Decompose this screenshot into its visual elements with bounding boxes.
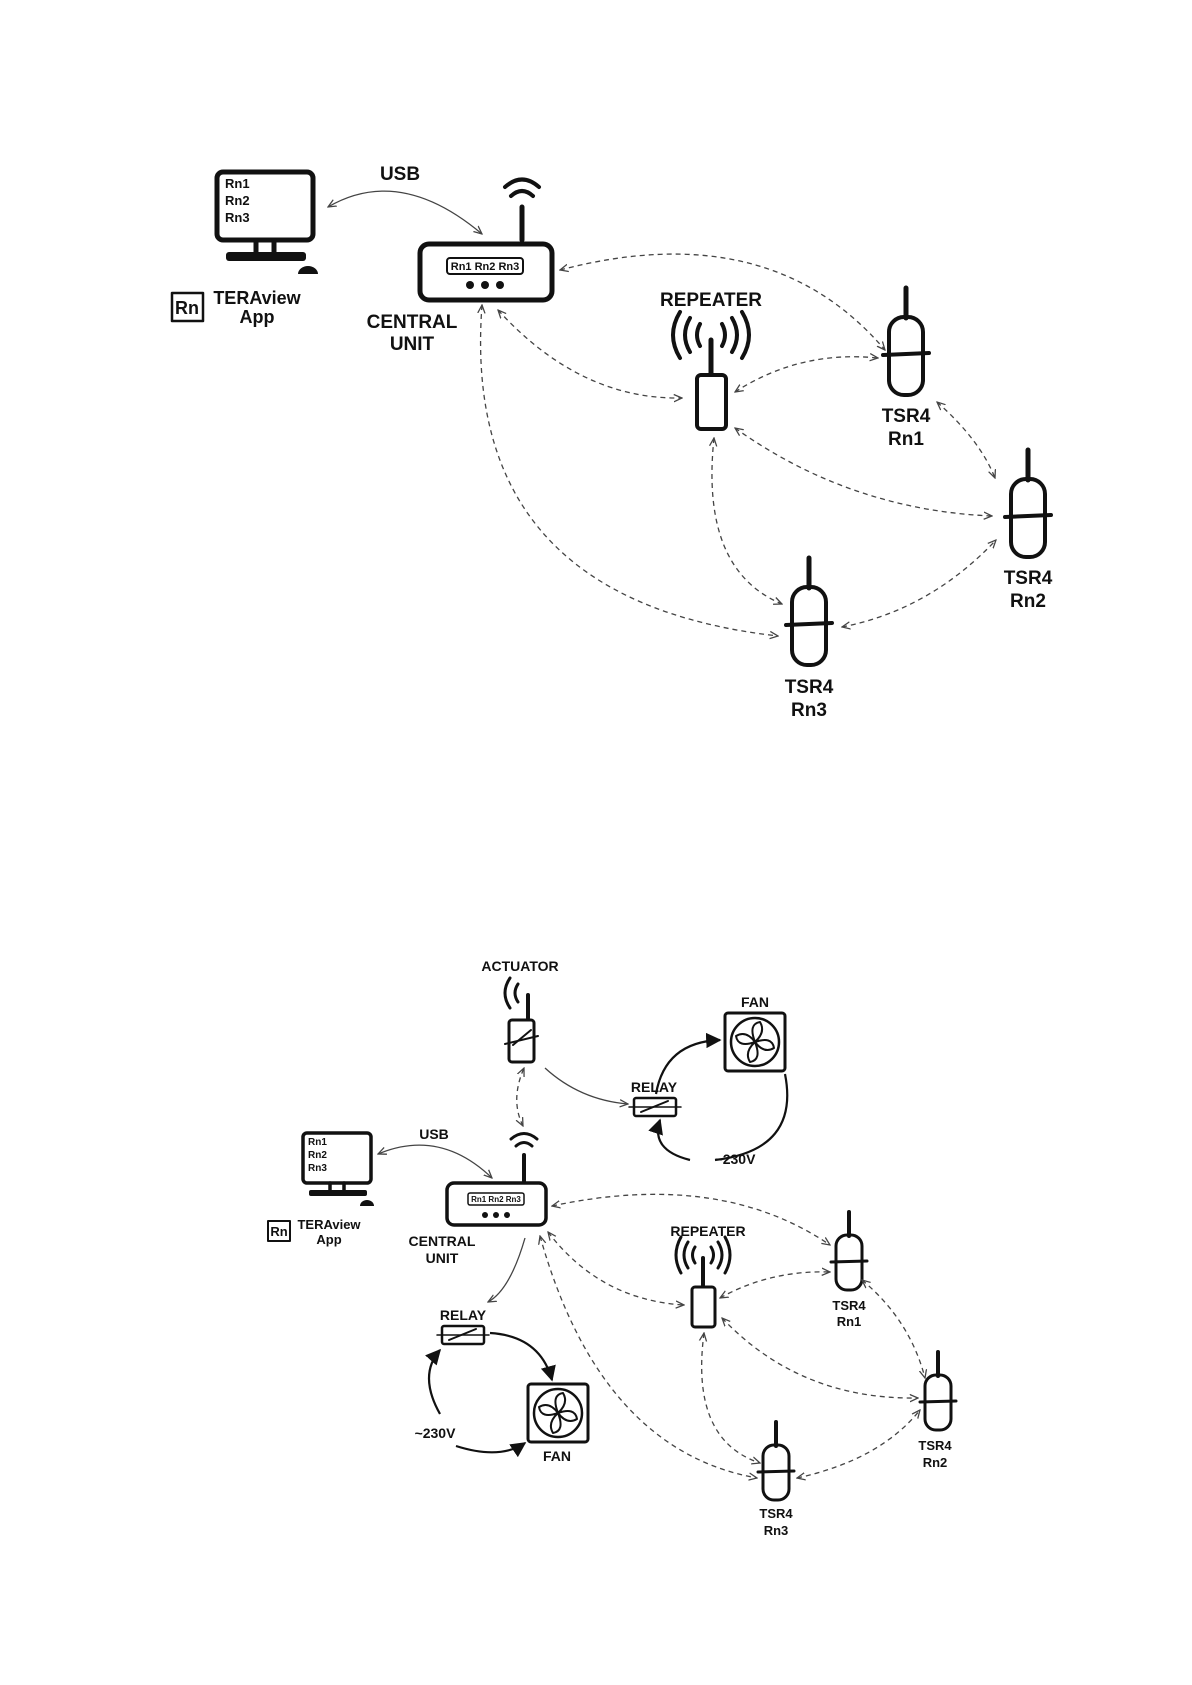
tsr1-label-2-bottom: Rn1 [837, 1314, 862, 1329]
tsr3-label-1: TSR4 [785, 677, 834, 698]
relay-top-label: RELAY [631, 1079, 678, 1095]
central-actuator-link [517, 1068, 524, 1126]
pc-line-2-bottom: Rn2 [308, 1150, 327, 1161]
top-diagram: Rn1 Rn2 Rn3 Rn TERAview App USB Rn1 Rn2 … [172, 164, 1053, 721]
pc-line-1: Rn1 [225, 176, 250, 191]
usb-label: USB [380, 164, 420, 185]
central-label-2: UNIT [390, 334, 435, 355]
bottom-diagram: ACTUATOR FAN RELAY ~230V [268, 958, 956, 1538]
computer-icon-bottom: Rn1 Rn2 Rn3 [303, 1133, 374, 1206]
central-screen-bottom: Rn1 Rn2 Rn3 [471, 1195, 521, 1204]
pc-line-3-bottom: Rn3 [308, 1163, 327, 1174]
sensor-rn1-icon [883, 288, 929, 395]
fan-top-label: FAN [741, 994, 769, 1010]
actuator-icon [505, 978, 538, 1062]
fan-bottom-label: FAN [543, 1448, 571, 1464]
tsr2-label-2: Rn2 [1010, 591, 1046, 612]
central-label-1: CENTRAL [367, 312, 458, 333]
usb-label-bottom: USB [419, 1126, 449, 1142]
tsr2-label-1-bottom: TSR4 [918, 1438, 952, 1453]
relay-top-icon [629, 1098, 681, 1116]
repeater-icon-bottom [676, 1237, 730, 1327]
tsr3-label-2-bottom: Rn3 [764, 1523, 789, 1538]
repeater-label: REPEATER [660, 290, 762, 311]
relay-bottom-icon [437, 1326, 489, 1344]
tsr1-label-2: Rn1 [888, 429, 924, 450]
tsr2-label-2-bottom: Rn2 [923, 1455, 948, 1470]
tsr1-label-1: TSR4 [882, 406, 931, 427]
usb-link [328, 191, 482, 234]
repeater-icon [673, 312, 749, 429]
sensor-rn3-icon [786, 558, 832, 665]
sensor-rn2-icon-bottom [920, 1352, 956, 1430]
central-unit-icon-bottom: Rn1 Rn2 Rn3 [447, 1134, 546, 1226]
app-badge: Rn [175, 298, 199, 318]
sensor-rn2-icon [1005, 450, 1051, 557]
sensor-rn3-icon-bottom [758, 1422, 794, 1500]
pc-line-3: Rn3 [225, 210, 250, 225]
central-unit-icon: Rn1 Rn2 Rn3 [420, 180, 552, 301]
volt-bottom-label: ~230V [415, 1425, 457, 1441]
sensor-rn1-icon-bottom [831, 1212, 867, 1290]
volt-fan-bottom-flow [456, 1443, 525, 1452]
app-badge-bottom: Rn [270, 1224, 287, 1239]
usb-link-bottom [378, 1145, 492, 1178]
volt-relay-bottom-flow [429, 1350, 440, 1414]
app-name-2-bottom: App [316, 1232, 341, 1247]
tsr2-label-1: TSR4 [1004, 568, 1053, 589]
relay-bottom-label: RELAY [440, 1307, 487, 1323]
central-label-1-bottom: CENTRAL [409, 1233, 476, 1249]
central-relay-link [488, 1238, 525, 1302]
volt-relay-top-flow [658, 1074, 787, 1160]
tsr3-label-1-bottom: TSR4 [759, 1506, 793, 1521]
pc-line-2: Rn2 [225, 193, 250, 208]
app-name-2: App [240, 307, 275, 327]
fan-top-icon [725, 1013, 785, 1071]
pc-line-1-bottom: Rn1 [308, 1137, 327, 1148]
app-name-1: TERAview [213, 288, 301, 308]
computer-icon: Rn1 Rn2 Rn3 [217, 172, 318, 274]
actuator-relay-link [545, 1068, 628, 1104]
tsr3-label-2: Rn3 [791, 700, 827, 721]
tsr1-label-1-bottom: TSR4 [832, 1298, 866, 1313]
relay-fan-bottom-flow [490, 1333, 552, 1380]
central-label-2-bottom: UNIT [426, 1250, 459, 1266]
actuator-label: ACTUATOR [481, 958, 558, 974]
fan-bottom-icon [528, 1384, 588, 1442]
app-name-1-bottom: TERAview [297, 1217, 361, 1232]
central-screen: Rn1 Rn2 Rn3 [451, 261, 519, 273]
